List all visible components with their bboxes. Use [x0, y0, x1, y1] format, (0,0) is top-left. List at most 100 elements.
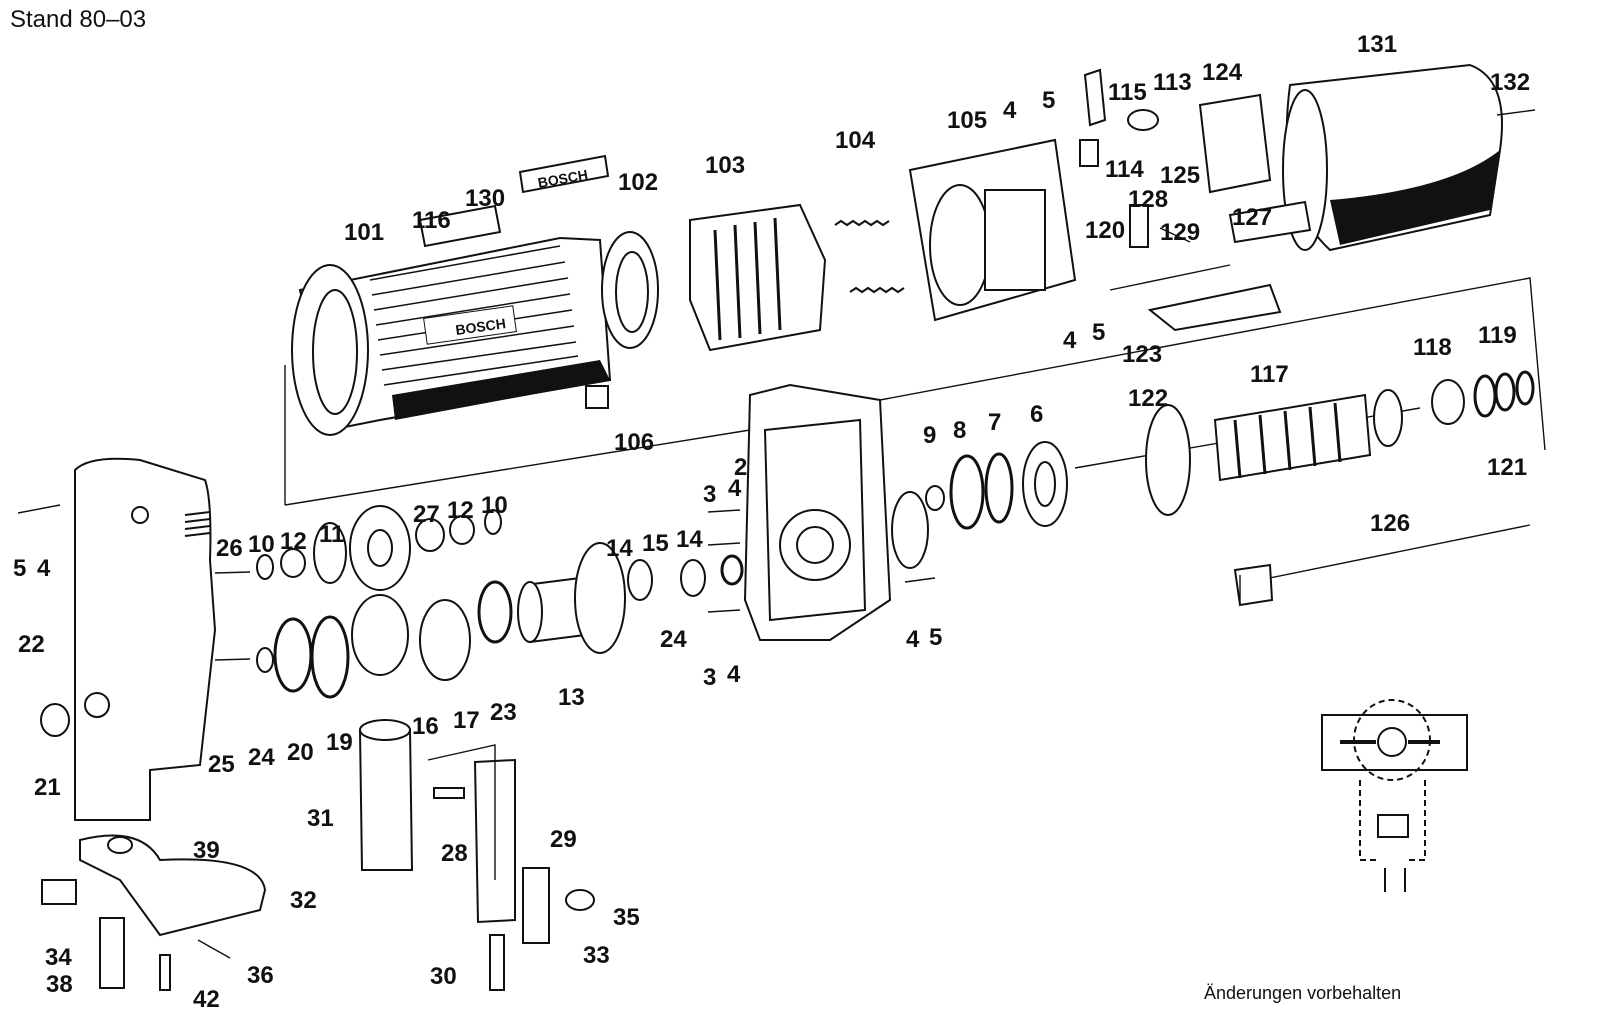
screw-42 — [159, 954, 171, 991]
armature-117 — [1074, 389, 1421, 516]
part-label-25: 25 — [208, 751, 235, 778]
part-label-101: 101 — [344, 219, 384, 246]
part-label-35: 35 — [613, 904, 640, 931]
nameplate-116 — [418, 204, 502, 248]
part-label-16: 16 — [412, 713, 439, 740]
part-label-29: 29 — [550, 826, 577, 853]
brand-logo-housing: BOSCH — [454, 315, 506, 338]
pin-36 — [197, 939, 231, 959]
part-label-127: 127 — [1232, 204, 1272, 231]
part-label-126: 126 — [1370, 510, 1410, 537]
part-label-124: 124 — [1202, 59, 1243, 86]
part-label-34: 34 — [45, 944, 72, 971]
gear-13 — [517, 542, 626, 654]
part-label-132: 132 — [1490, 69, 1530, 96]
part-label-8: 8 — [953, 417, 966, 444]
part-label-116: 116 — [412, 207, 451, 234]
part-label-2: 2 — [734, 454, 747, 481]
needle-bearing-14-15 — [627, 554, 744, 601]
part-label-5a: 5 — [1042, 87, 1055, 114]
front-housing-22 — [74, 457, 217, 821]
part-label-26: 26 — [216, 535, 243, 562]
gear-11 — [313, 505, 411, 591]
part-label-3b: 3 — [703, 664, 716, 691]
part-label-5d: 5 — [929, 624, 942, 651]
part-label-102: 102 — [618, 169, 658, 196]
part-label-4a: 4 — [1003, 97, 1017, 124]
part-label-32: 32 — [290, 887, 317, 914]
part-label-125: 125 — [1160, 162, 1200, 189]
part-label-122: 122 — [1128, 385, 1168, 412]
part-label-27: 27 — [413, 501, 440, 528]
cable-guard-123 — [1109, 264, 1282, 332]
part-label-106: 106 — [614, 429, 654, 456]
part-label-115: 115 — [1108, 79, 1147, 106]
changes-reserved-note: Änderungen vorbehalten — [1204, 983, 1402, 1003]
part-label-14b: 14 — [676, 526, 703, 553]
part-label-119: 119 — [1478, 322, 1517, 349]
plunger-31 — [358, 719, 414, 871]
part-label-38: 38 — [46, 971, 73, 998]
part-label-123: 123 — [1122, 341, 1162, 368]
part-label-113: 113 — [1153, 69, 1192, 96]
part-label-22: 22 — [18, 631, 45, 658]
part-label-33: 33 — [583, 942, 610, 969]
nut-106 — [585, 385, 609, 409]
part-label-104: 104 — [835, 127, 876, 154]
part-label-21: 21 — [34, 774, 61, 801]
screw-21 — [40, 703, 70, 737]
part-label-12b: 12 — [280, 528, 307, 555]
part-label-10a: 10 — [481, 492, 508, 519]
rings-16-24 — [256, 580, 513, 699]
part-label-9: 9 — [923, 422, 936, 449]
bearing-rings-118-121 — [1431, 370, 1535, 425]
part-label-24a: 24 — [660, 626, 687, 653]
part-label-30: 30 — [430, 963, 457, 990]
gear-housing-2 — [743, 383, 929, 641]
part-label-23: 23 — [490, 699, 517, 726]
wiring-schematic — [1321, 699, 1468, 892]
key-34 — [41, 879, 77, 905]
part-label-128: 128 — [1128, 186, 1168, 213]
bolt-38 — [99, 917, 125, 989]
part-label-36: 36 — [247, 962, 274, 989]
part-label-129: 129 — [1160, 219, 1200, 246]
part-label-130: 130 — [465, 185, 505, 212]
part-label-4e: 4 — [906, 626, 920, 653]
part-label-28: 28 — [441, 840, 468, 867]
part-label-105: 105 — [947, 107, 987, 134]
part-label-12a: 12 — [447, 497, 474, 524]
part-label-13: 13 — [558, 684, 585, 711]
part-label-14a: 14 — [606, 535, 633, 562]
assembly-guide-lines — [284, 277, 1546, 880]
clamp-33 — [522, 867, 550, 944]
part-label-10b: 10 — [248, 531, 275, 558]
part-label-31: 31 — [307, 805, 334, 832]
flange-102 — [601, 231, 659, 349]
part-label-6: 6 — [1030, 401, 1043, 428]
part-label-120: 120 — [1085, 217, 1125, 244]
screw-parts-127-129 — [1129, 200, 1312, 248]
power-cord-126 — [1233, 524, 1531, 607]
field-winding-103 — [689, 203, 827, 352]
part-label-19: 19 — [326, 729, 353, 756]
part-label-5c: 5 — [13, 555, 26, 582]
part-label-11: 11 — [319, 521, 344, 548]
part-label-117: 117 — [1250, 361, 1289, 388]
switch-parts-113-115 — [1079, 68, 1159, 167]
bearings-6-9 — [925, 441, 1068, 530]
part-label-24b: 24 — [248, 744, 275, 771]
screws-3-4-5 — [17, 504, 936, 613]
part-label-4b: 4 — [1063, 327, 1077, 354]
part-label-4d: 4 — [37, 555, 51, 582]
part-label-118: 118 — [1413, 334, 1452, 361]
part-label-4c: 4 — [728, 475, 742, 502]
part-label-15: 15 — [642, 530, 669, 557]
part-label-5b: 5 — [1092, 319, 1105, 346]
screw-35 — [565, 889, 595, 911]
die-32 — [79, 834, 267, 937]
logo-plate-130: BOSCH — [518, 154, 610, 194]
brush-springs-104 — [834, 219, 905, 294]
